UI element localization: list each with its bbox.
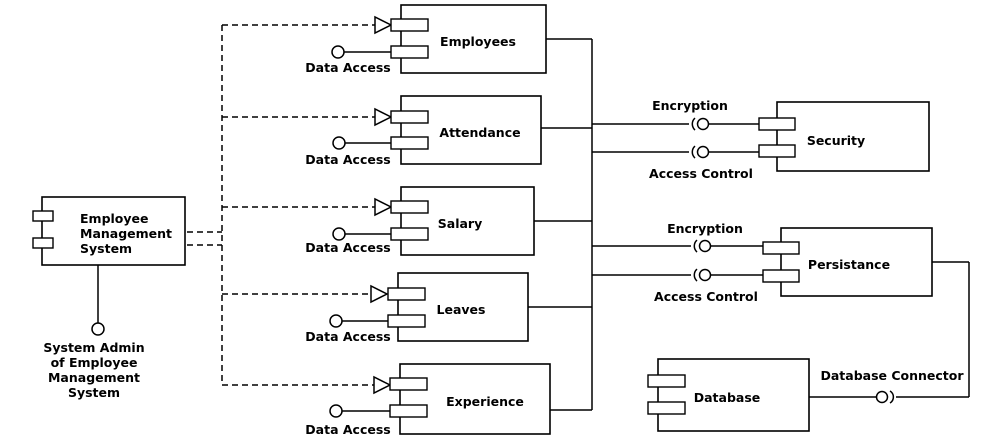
attendance-port-top (390, 110, 429, 124)
salary-box (400, 186, 535, 256)
security-label: Security (807, 133, 865, 148)
experience-label: Experience (446, 394, 524, 409)
salary-port-top (390, 200, 429, 214)
arrowhead-experience (373, 375, 392, 395)
ems-label-line-3: System (80, 241, 132, 256)
persistance-box (780, 227, 933, 297)
ems-label-line-1: Employee (80, 211, 149, 226)
leaves-port-bottom (387, 314, 426, 328)
database-connector-label: Database Connector (820, 368, 964, 383)
attendance-data-access-ball (332, 136, 346, 150)
employees-port-top (390, 18, 429, 32)
leaves-box (397, 272, 529, 342)
system-admin-line-3: Management (48, 370, 140, 385)
database-port-top (647, 374, 686, 388)
security-access-control-label: Access Control (649, 166, 753, 181)
database-box (657, 358, 810, 432)
experience-port-bottom (389, 404, 428, 418)
ems-box (41, 196, 186, 266)
system-admin-interface: System Admin of Employee Management Syst… (43, 265, 145, 400)
database-connector-socket (889, 390, 895, 404)
ems-port-top (32, 210, 54, 222)
ems-label-line-2: Management (80, 226, 172, 241)
persistance-access-control-ball (698, 268, 712, 282)
salary-label: Salary (438, 216, 482, 231)
system-admin-ball (91, 322, 105, 336)
ems-component: Employee Management System (32, 196, 186, 266)
employees-data-access-label: Data Access (305, 60, 390, 75)
database-label: Database (694, 390, 761, 405)
attendance-box (400, 95, 542, 165)
experience-data-access-label: Data Access (305, 422, 390, 437)
system-admin-line-4: System (68, 385, 120, 400)
database-component: Database (647, 358, 810, 432)
security-encryption-ball (696, 117, 710, 131)
database-port-bottom (647, 401, 686, 415)
leaves-label: Leaves (437, 302, 486, 317)
persistance-encryption-ball (698, 239, 712, 253)
salary-data-access-label: Data Access (305, 240, 390, 255)
system-admin-line-1: System Admin (43, 340, 144, 355)
security-component: Security Encryption Access Control (649, 98, 930, 181)
security-port-top (758, 117, 796, 131)
persistance-port-top (762, 241, 800, 255)
security-port-bottom (758, 144, 796, 158)
leaves-data-access-label: Data Access (305, 329, 390, 344)
attendance-data-access-label: Data Access (305, 152, 390, 167)
persistance-port-bottom (762, 269, 800, 283)
arrowhead-leaves (370, 284, 389, 304)
salary-data-access-ball (332, 227, 346, 241)
arrowhead-attendance (374, 107, 393, 127)
persistance-encryption-socket (693, 239, 698, 253)
component-bus (528, 38, 691, 411)
employees-data-access-ball (331, 45, 345, 59)
employees-component: Employees Data Access (305, 4, 547, 75)
system-admin-line-2: of Employee (51, 355, 138, 370)
leaves-data-access-ball (329, 314, 343, 328)
attendance-port-bottom (390, 136, 429, 150)
ems-port-bottom (32, 237, 54, 249)
experience-component: Experience Data Access (305, 363, 551, 437)
attendance-label: Attendance (439, 125, 520, 140)
experience-box (399, 363, 551, 435)
ems-dependencies (187, 15, 393, 395)
security-encryption-label: Encryption (652, 98, 728, 113)
arrowhead-salary (374, 197, 393, 217)
database-connector-ball (875, 390, 889, 404)
security-encryption-socket (691, 117, 696, 131)
persistance-access-control-socket (693, 268, 698, 282)
leaves-port-top (387, 287, 426, 301)
persistance-access-control-label: Access Control (654, 289, 758, 304)
leaves-component: Leaves Data Access (305, 272, 529, 344)
employees-port-bottom (390, 45, 429, 59)
experience-port-top (389, 377, 428, 391)
experience-data-access-ball (329, 404, 343, 418)
arrowhead-employees (374, 15, 393, 35)
salary-port-bottom (390, 227, 429, 241)
attendance-component: Attendance Data Access (305, 95, 542, 167)
employees-label: Employees (440, 34, 516, 49)
persistance-component: Persistance Encryption Access Control (654, 221, 933, 304)
persistance-label: Persistance (808, 257, 890, 272)
security-access-control-socket (691, 145, 696, 159)
salary-component: Salary Data Access (305, 186, 535, 256)
security-access-control-ball (696, 145, 710, 159)
database-connector-interface: Database Connector (809, 261, 970, 404)
security-box (776, 101, 930, 172)
persistance-encryption-label: Encryption (667, 221, 743, 236)
